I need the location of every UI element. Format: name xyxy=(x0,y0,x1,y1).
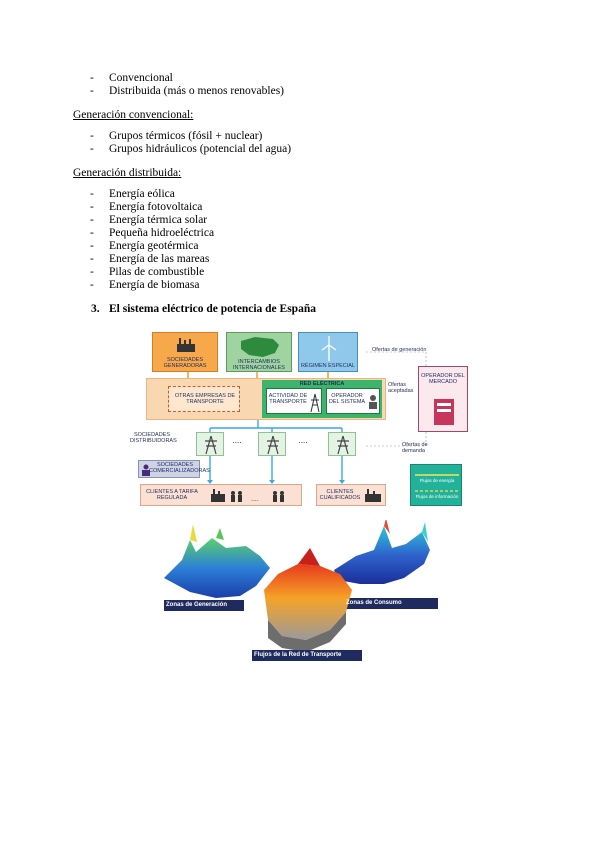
list-item-text: Distribuida (más o menos renovables) xyxy=(109,85,285,97)
arrowhead xyxy=(339,480,345,484)
arrowhead xyxy=(207,480,213,484)
label-bg xyxy=(342,598,438,609)
arrowhead xyxy=(269,480,275,484)
list-item-text: Energía geotérmica xyxy=(109,240,199,252)
list-dash: - xyxy=(90,72,94,84)
transport-map-base xyxy=(268,612,346,652)
box-label: OPERADOR DEL SISTEMA xyxy=(328,393,366,405)
list-dash: - xyxy=(90,201,94,213)
ofertas-aceptadas-label: Ofertas aceptadas xyxy=(388,382,414,394)
list-dash: - xyxy=(90,214,94,226)
clientes-tarifa-box: CLIENTES A TARIFA REGULADA .... xyxy=(140,484,302,506)
regimen-especial-box: RÉGIMEN ESPECIAL xyxy=(298,332,358,372)
box-label: CLIENTES A TARIFA REGULADA xyxy=(146,489,198,501)
pylon-icon xyxy=(337,435,349,455)
ofertas-demanda-label: Ofertas de demanda xyxy=(402,442,428,454)
consumption-peak xyxy=(422,522,428,542)
otras-empresas-box: OTRAS EMPRESAS DE TRANSPORTE xyxy=(168,386,240,412)
dist-heading: Generación distribuida: xyxy=(73,167,182,179)
ellipsis: .... xyxy=(298,436,308,445)
list-dash: - xyxy=(90,240,94,252)
transport-map xyxy=(264,564,352,640)
label-bg xyxy=(252,650,362,661)
generation-peak xyxy=(216,528,224,540)
list-item-text: Energía de las mareas xyxy=(109,253,210,265)
list-item-text: Grupos térmicos (fósil + nuclear) xyxy=(109,130,263,142)
factory-icon xyxy=(177,338,195,352)
zonas-generacion-label: Zonas de Generación xyxy=(166,602,228,608)
ellipsis: .... xyxy=(232,436,242,445)
operator-icon xyxy=(369,395,377,409)
box-label: ACTIVIDAD DE TRANSPORTE xyxy=(268,393,308,405)
operador-sistema-box: OPERADOR DEL SISTEMA xyxy=(326,388,380,414)
spain-map-icon xyxy=(241,337,279,357)
list-dash: - xyxy=(90,227,94,239)
clientes-cualificados-box: CLIENTES CUALIFICADOS xyxy=(316,484,386,506)
intercambios-box: INTERCAMBIOS INTERNACIONALES xyxy=(226,332,292,372)
person-icon xyxy=(142,464,150,476)
distribuidora-box-3 xyxy=(328,432,356,456)
box-label: OPERADOR DEL MERCADO xyxy=(421,373,465,385)
section-heading: 3. El sistema eléctrico de potencia de Es… xyxy=(91,302,316,316)
pylon-icon xyxy=(310,393,320,413)
label-bg xyxy=(164,600,244,611)
consumption-map xyxy=(334,526,430,584)
red-electrica-label: RED ELÉCTRICA xyxy=(299,381,345,387)
list-item-text: Pilas de combustible xyxy=(109,266,205,278)
distribuidora-box-1 xyxy=(196,432,224,456)
box-label: SOCIEDADES COMERCIALIZADORAS xyxy=(149,462,210,474)
pylon-icon xyxy=(267,435,279,455)
list-dash: - xyxy=(90,266,94,278)
distribuidora-box-2 xyxy=(258,432,286,456)
consumers-icon: .... xyxy=(211,489,284,503)
legend-energia: Flujos de energía xyxy=(419,478,455,483)
flujos-red-label: Flujos de la Red de Transporte xyxy=(254,652,342,658)
list-item-text: Energía de biomasa xyxy=(109,279,200,291)
list-item-text: Energía térmica solar xyxy=(109,214,208,226)
factory-icon xyxy=(365,489,381,502)
terrain-maps xyxy=(164,518,438,661)
list-item-text: Grupos hidráulicos (potencial del agua) xyxy=(109,143,292,155)
section-title: El sistema eléctrico de potencia de Espa… xyxy=(109,303,316,315)
market-operator-icon xyxy=(434,399,454,425)
box-label: CLIENTES CUALIFICADOS xyxy=(319,489,361,501)
sociedades-distribuidoras-label: SOCIEDADES DISTRIBUIDORAS xyxy=(130,432,177,444)
box-label: OTRAS EMPRESAS DE TRANSPORTE xyxy=(174,393,236,405)
list-item-text: Pequeña hidroeléctrica xyxy=(109,227,215,239)
energy-flow-line xyxy=(415,474,459,476)
sociedades-generadoras-box: SOCIEDADES GENERADORAS xyxy=(152,332,218,372)
legend-informacion: Flujos de información xyxy=(415,494,459,499)
list-item-text: Convencional xyxy=(109,72,173,84)
operador-mercado-box: OPERADOR DEL MERCADO xyxy=(418,366,468,432)
power-system-diagram: SOCIEDADES GENERADORAS INTERCAMBIOS INTE… xyxy=(130,328,470,510)
list-dash: - xyxy=(90,253,94,265)
transport-peak xyxy=(298,548,320,566)
list-dash: - xyxy=(90,188,94,200)
legend-box: Flujos de energía Flujos de información xyxy=(410,464,462,506)
list-dash: - xyxy=(90,279,94,291)
consumption-peak xyxy=(384,518,390,534)
ofertas-generacion-label: Ofertas de generación xyxy=(372,347,427,353)
generation-map xyxy=(164,538,270,598)
list-item-text: Energía eólica xyxy=(109,188,175,200)
pylon-icon xyxy=(205,435,217,455)
wind-turbine-icon xyxy=(321,336,337,361)
box-label: RÉGIMEN ESPECIAL xyxy=(300,363,356,369)
list-dash: - xyxy=(90,143,94,155)
list-dash: - xyxy=(90,130,94,142)
box-label: INTERCAMBIOS INTERNACIONALES xyxy=(233,359,285,371)
zonas-consumo-label: Zonas de Consumo xyxy=(346,600,402,606)
actividad-transporte-box: ACTIVIDAD DE TRANSPORTE xyxy=(266,388,322,414)
svg-text:....: .... xyxy=(251,496,259,503)
section-number: 3. xyxy=(91,303,100,315)
box-label: SOCIEDADES GENERADORAS xyxy=(163,357,207,369)
list-item-text: Energía fotovoltaica xyxy=(109,201,203,213)
generation-peak xyxy=(190,524,197,542)
maps-figure: Zonas de Generación Zonas de Consumo Flu… xyxy=(160,518,450,665)
conv-heading: Generación convencional: xyxy=(73,109,194,121)
comercializadoras-box: SOCIEDADES COMERCIALIZADORAS xyxy=(138,460,210,478)
list-dash: - xyxy=(90,85,94,97)
information-flow-line xyxy=(415,490,459,492)
